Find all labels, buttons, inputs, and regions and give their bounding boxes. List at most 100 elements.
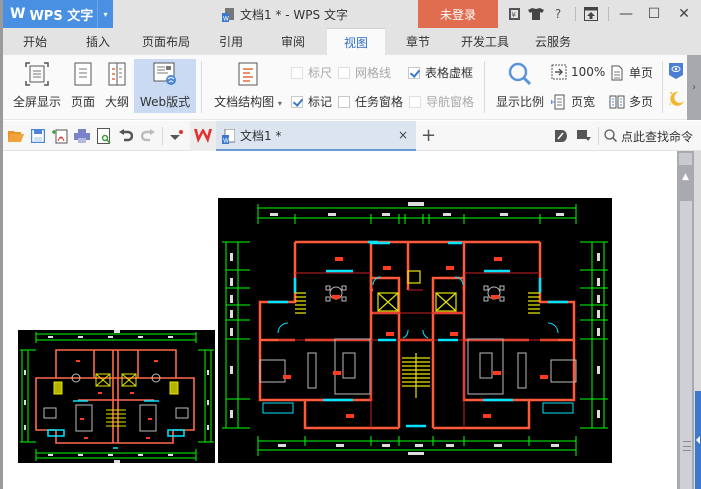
magnifier-icon: [507, 61, 533, 87]
tshirt-icon[interactable]: [526, 4, 546, 24]
single-page-icon: [609, 65, 625, 81]
tab-start[interactable]: 开始: [22, 35, 47, 49]
svg-text:¥: ¥: [511, 11, 516, 19]
save-icon[interactable]: [30, 128, 46, 144]
nav-pane-checkbox[interactable]: 导航窗格: [409, 93, 474, 110]
tab-developer[interactable]: 开发工具: [460, 35, 509, 49]
zoom-ratio-button[interactable]: 显示比例: [492, 59, 548, 113]
checkbox-box: [338, 66, 350, 79]
divider: [662, 61, 663, 113]
page-view-icon: [70, 61, 96, 87]
ruler-checkbox[interactable]: 标尺: [291, 64, 332, 81]
window-title-text: 文档1 * - WPS 文字: [240, 8, 348, 22]
print-icon[interactable]: [74, 128, 90, 144]
night-mode-icon[interactable]: [668, 89, 686, 110]
app-menu-button[interactable]: W WPS 文字 ▾: [3, 0, 113, 28]
web-layout-button[interactable]: Web版式: [134, 59, 196, 113]
app-name: WPS 文字: [29, 8, 94, 24]
window-border: [0, 0, 3, 489]
print-preview-icon[interactable]: [96, 128, 112, 144]
search-icon: [604, 128, 618, 145]
checkbox-box-checked: [291, 95, 303, 108]
tab-page-layout[interactable]: 页面布局: [141, 35, 190, 49]
markup-checkbox[interactable]: 标记: [291, 93, 332, 110]
fullscreen-icon: [24, 61, 50, 87]
outline-view-button[interactable]: 大纲: [102, 59, 132, 113]
upload-icon[interactable]: [581, 4, 601, 24]
tab-insert[interactable]: 插入: [85, 35, 110, 49]
table-gridlines-checkbox[interactable]: 表格虚框: [408, 64, 473, 81]
document-icon: W: [222, 7, 234, 22]
divider: [598, 127, 599, 145]
multi-page-icon: [609, 94, 625, 110]
checkbox-box-checked: [408, 66, 420, 79]
doc-helper-icon[interactable]: [553, 128, 569, 144]
close-button[interactable]: ✕: [678, 6, 690, 22]
maximize-button[interactable]: ☐: [647, 6, 661, 22]
command-search[interactable]: 点此查找命令: [604, 128, 693, 145]
new-tab-button[interactable]: +: [421, 125, 437, 146]
close-tab-icon[interactable]: ×: [397, 128, 408, 142]
wps-home-tab[interactable]: [190, 121, 216, 151]
zoom-100-button[interactable]: 100%: [551, 64, 605, 80]
scroll-split-icon[interactable]: [679, 153, 692, 165]
checkbox-box: [338, 95, 350, 108]
tab-review[interactable]: 审阅: [280, 35, 305, 49]
open-icon[interactable]: [8, 128, 24, 144]
comment-filter-icon[interactable]: [576, 128, 592, 144]
floor-plan-large-image[interactable]: [218, 198, 612, 463]
svg-text:W: W: [223, 138, 229, 145]
tab-references[interactable]: 引用: [218, 35, 243, 49]
page-view-button[interactable]: 页面: [68, 59, 98, 113]
ribbon-tabs: 开始 插入 页面布局 引用 审阅 视图 章节 开发工具 云服务: [0, 28, 701, 55]
customize-toolbar-icon[interactable]: [168, 128, 184, 144]
redo-icon[interactable]: [140, 128, 156, 144]
minimize-button[interactable]: —: [619, 6, 633, 22]
quick-access-toolbar: W 文档1 * × + 点此查找命令: [0, 121, 701, 151]
eye-protection-icon[interactable]: [669, 63, 683, 82]
gridlines-checkbox[interactable]: 网格线: [338, 64, 391, 81]
page-width-icon: [550, 94, 567, 110]
divider: [608, 7, 609, 21]
scroll-grip-icon: [683, 441, 691, 451]
vertical-scrollbar[interactable]: ▲: [677, 151, 701, 489]
help-icon[interactable]: ?: [554, 7, 562, 21]
login-button[interactable]: 未登录: [418, 0, 498, 28]
svg-text:W: W: [223, 15, 229, 22]
floor-plan-small-image[interactable]: [18, 330, 215, 463]
tab-cloud[interactable]: 云服务: [534, 35, 571, 49]
divider: [575, 7, 576, 21]
ribbon-scroll-right-button[interactable]: ›: [687, 55, 701, 120]
single-page-button[interactable]: 单页: [609, 64, 653, 81]
doc-map-button[interactable]: 文档结构图 ▾: [210, 59, 286, 113]
checkbox-box: [291, 66, 303, 79]
app-menu-caret-icon[interactable]: ▾: [97, 0, 113, 28]
zoom-100-icon: [551, 64, 567, 80]
checkbox-box: [409, 95, 421, 108]
title-bar: W WPS 文字 ▾ W 文档1 * - WPS 文字 未登录 ¥ ? — ☐ …: [0, 0, 701, 28]
tab-view[interactable]: 视图: [327, 28, 385, 55]
outline-view-icon: [104, 61, 130, 87]
ribbon-view-panel: 全屏显示 页面 大纲 Web版式 文档结构图 ▾ 标尺 网格线 表格虚框: [0, 55, 701, 120]
scroll-up-arrow-icon[interactable]: ▲: [682, 172, 689, 182]
web-layout-icon: [152, 61, 178, 87]
side-panel-toggle[interactable]: [695, 391, 701, 489]
task-pane-checkbox[interactable]: 任务窗格: [338, 93, 403, 110]
scroll-thumb[interactable]: [680, 201, 692, 489]
undo-icon[interactable]: [118, 128, 134, 144]
divider: [162, 127, 163, 145]
wps-logo-icon: W: [10, 6, 26, 22]
skin-store-icon[interactable]: ¥: [504, 4, 524, 24]
divider: [484, 61, 485, 113]
fullscreen-button[interactable]: 全屏显示: [10, 59, 64, 113]
document-tab[interactable]: W 文档1 * ×: [216, 121, 416, 151]
multi-page-button[interactable]: 多页: [609, 93, 653, 110]
document-icon: W: [222, 128, 236, 147]
dropdown-caret-icon: ▾: [277, 99, 282, 108]
window-title: W 文档1 * - WPS 文字: [222, 6, 348, 23]
tab-chapter[interactable]: 章节: [405, 35, 430, 49]
page-width-button[interactable]: 页宽: [550, 93, 595, 110]
divider: [201, 61, 202, 113]
doc-map-icon: [235, 61, 261, 87]
export-pdf-icon[interactable]: [52, 128, 68, 144]
